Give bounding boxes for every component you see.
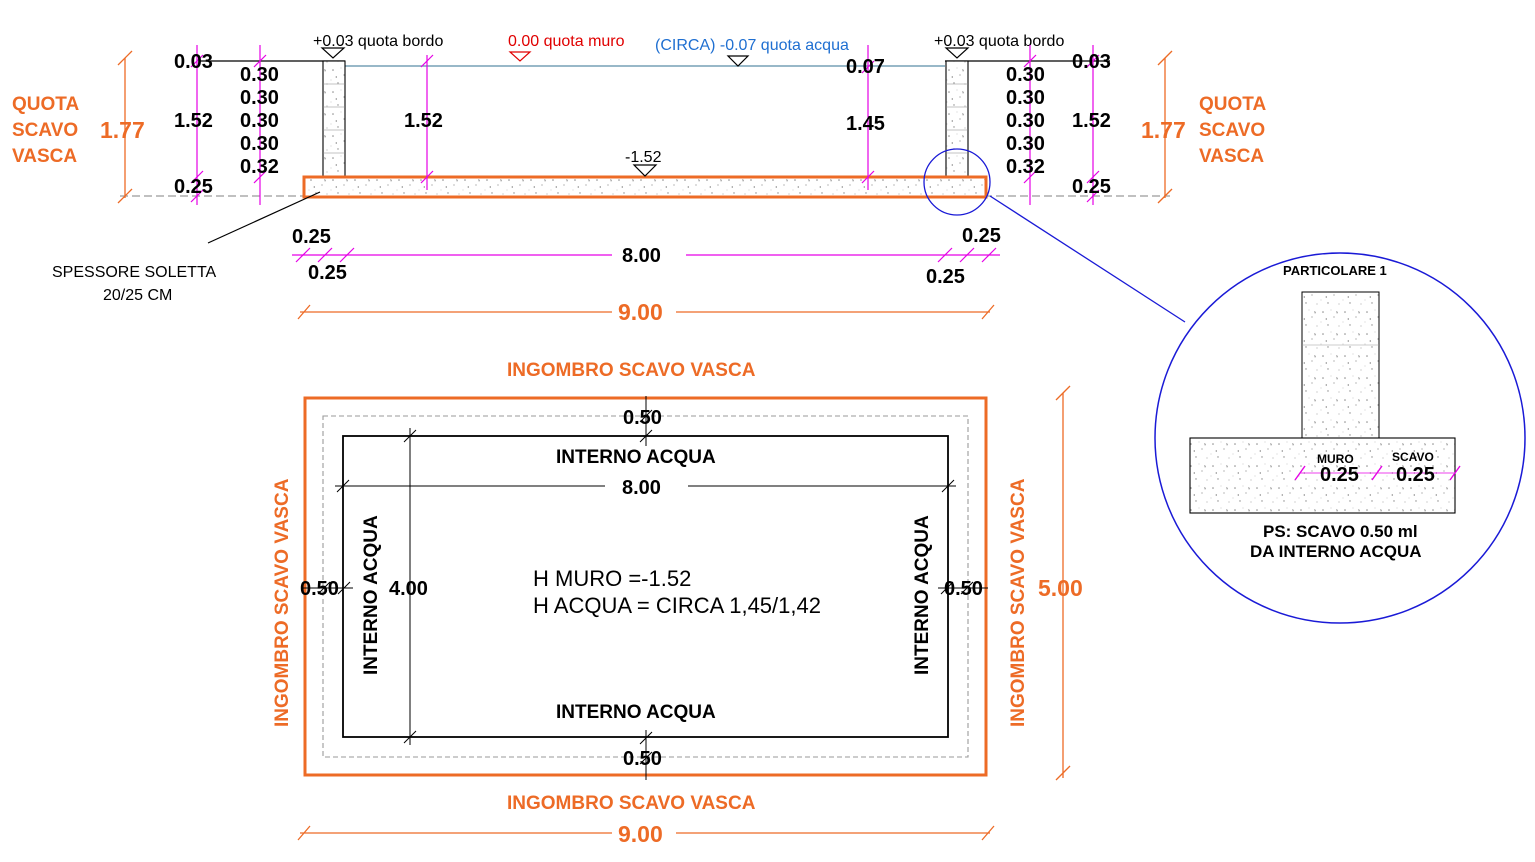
ingombro-bottom: INGOMBRO SCAVO VASCA (507, 793, 756, 814)
detail-callout: PARTICOLARE 1 MURO SCAVO 0.25 0.25 PS: S… (923, 148, 1526, 624)
quota-muro: 0.00 quota muro (508, 33, 625, 50)
right-025: 0.25 (1072, 176, 1111, 198)
quota-scavo-right-2: SCAVO (1199, 120, 1265, 141)
ingombro-top: INGOMBRO SCAVO VASCA (507, 360, 756, 381)
off-left: 0.50 (300, 578, 339, 600)
detail-muro-val: 0.25 (1320, 464, 1359, 486)
spessore-leader (207, 191, 321, 244)
plan-view: INGOMBRO SCAVO VASCA INGOMBRO SCAVO VASC… (272, 360, 1083, 847)
left-block-1: 0.30 (240, 64, 279, 86)
section-dim-900: 9.00 (618, 299, 663, 325)
off-bottom: 0.50 (623, 748, 662, 770)
dim-025-a: 0.25 (292, 226, 331, 248)
right-152: 1.52 (1072, 110, 1111, 132)
left-block-2: 0.30 (240, 87, 279, 109)
right-003: 0.03 (1072, 51, 1111, 73)
quota-scavo-right: QUOTA SCAVO VASCA (1199, 94, 1266, 167)
quota-scavo-left-2: SCAVO (12, 120, 78, 141)
wall-right (945, 60, 969, 178)
dim-025-c: 0.25 (962, 225, 1001, 247)
dim-025-d: 0.25 (926, 266, 965, 288)
dim-025-b: 0.25 (308, 262, 347, 284)
right-block-2: 0.30 (1006, 87, 1045, 109)
detail-ps-line1: PS: SCAVO 0.50 ml (1263, 522, 1418, 541)
section-horiz-dims (292, 247, 1000, 263)
fondo-label: -1.52 (625, 149, 662, 166)
right-block-3: 0.30 (1006, 110, 1045, 132)
slab (302, 175, 988, 199)
right-block: 0.30 0.30 0.30 0.30 0.32 (1006, 64, 1045, 178)
section-900-line (297, 304, 995, 320)
plan-dim-800: 8.00 (622, 477, 661, 499)
inner-left-152: 1.52 (404, 110, 443, 132)
left-block-3: 0.30 (240, 110, 279, 132)
plan-800-line (335, 479, 956, 493)
detail-ps-line2: DA INTERNO ACQUA (1250, 542, 1422, 561)
detail-scavo-val: 0.25 (1396, 464, 1435, 486)
quota-scavo-left: QUOTA SCAVO VASCA (12, 94, 79, 167)
quota-bordo-right: +0.03 quota bordo (934, 33, 1064, 50)
quota-acqua: (CIRCA) -0.07 quota acqua (655, 37, 849, 54)
interno-left: INTERNO ACQUA (361, 515, 382, 675)
dim-800: 8.00 (622, 245, 661, 267)
off-top: 0.50 (623, 407, 662, 429)
detail-scavo-label: SCAVO (1392, 450, 1434, 464)
plan-dim-900: 9.00 (618, 821, 663, 847)
left-block: 0.30 0.30 0.30 0.30 0.32 (240, 64, 279, 178)
inner-right-145: 1.45 (846, 113, 885, 135)
plan-dim-400: 4.00 (389, 578, 428, 600)
detail-marker-circle (923, 148, 991, 216)
interno-right: INTERNO ACQUA (912, 515, 933, 675)
off-right: 0.50 (944, 578, 983, 600)
left-025: 0.25 (174, 176, 213, 198)
spessore-line2: 20/25 CM (103, 287, 172, 304)
right-block-4: 0.30 (1006, 133, 1045, 155)
h-right: 1.77 (1141, 117, 1186, 143)
left-block-4: 0.30 (240, 133, 279, 155)
plan-400-line (403, 428, 417, 745)
muro-marker (508, 51, 532, 62)
bordo-marker-right (944, 47, 970, 59)
quota-scavo-right-3: VASCA (1199, 146, 1264, 167)
quota-scavo-left-3: VASCA (12, 146, 77, 167)
section-dim-lines (190, 45, 1100, 205)
plan-dim-500: 5.00 (1038, 575, 1083, 601)
left-003: 0.03 (174, 51, 213, 73)
spessore-line1: SPESSORE SOLETTA (52, 264, 217, 281)
fondo-marker (632, 164, 658, 177)
quota-scavo-left-1: QUOTA (12, 94, 79, 115)
inner-right-007: 0.07 (846, 56, 885, 78)
h-left: 1.77 (100, 117, 145, 143)
left-152: 1.52 (174, 110, 213, 132)
detail-title: PARTICOLARE 1 (1283, 263, 1387, 278)
right-block-1: 0.30 (1006, 64, 1045, 86)
bordo-marker-left (320, 47, 346, 59)
detail-muro-label: MURO (1317, 452, 1354, 466)
plan-offset-lines (303, 396, 988, 780)
ingombro-left: INGOMBRO SCAVO VASCA (272, 478, 293, 727)
interno-bottom: INTERNO ACQUA (556, 702, 716, 723)
right-block-5: 0.32 (1006, 156, 1045, 178)
detail-slab (1189, 437, 1456, 514)
h-muro: H MURO =-1.52 (533, 566, 691, 591)
plan-500-line (1055, 385, 1071, 781)
plan-900-line (297, 825, 995, 841)
left-block-5: 0.32 (240, 156, 279, 178)
section-view: +0.03 quota bordo +0.03 quota bordo 0.00… (12, 33, 1266, 325)
ingombro-right: INGOMBRO SCAVO VASCA (1008, 478, 1029, 727)
wall-left (322, 60, 346, 178)
detail-leader (989, 195, 1186, 323)
h-acqua: H ACQUA = CIRCA 1,45/1,42 (533, 593, 821, 618)
detail-wall (1301, 291, 1380, 439)
scavo-dim-lines (117, 50, 1173, 204)
wall-joints (323, 83, 968, 154)
quota-scavo-right-1: QUOTA (1199, 94, 1266, 115)
interno-top: INTERNO ACQUA (556, 447, 716, 468)
acqua-marker (726, 55, 750, 67)
quota-bordo-left: +0.03 quota bordo (313, 33, 443, 50)
